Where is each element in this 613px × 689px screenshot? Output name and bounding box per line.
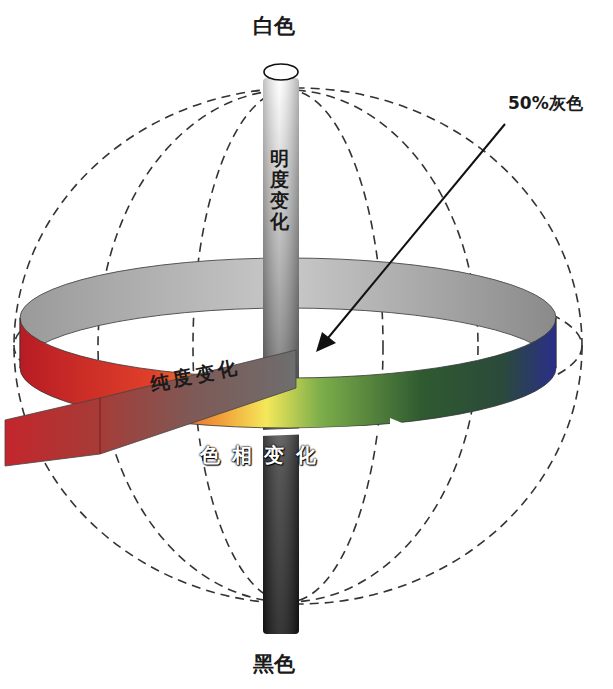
callout-label: 50%灰色 xyxy=(508,92,583,115)
top-label: 白色 xyxy=(253,12,295,40)
ring-label: 色相变化 xyxy=(200,442,328,469)
pole-label: 明度变化 xyxy=(270,148,289,232)
bottom-label: 黑色 xyxy=(253,650,295,678)
